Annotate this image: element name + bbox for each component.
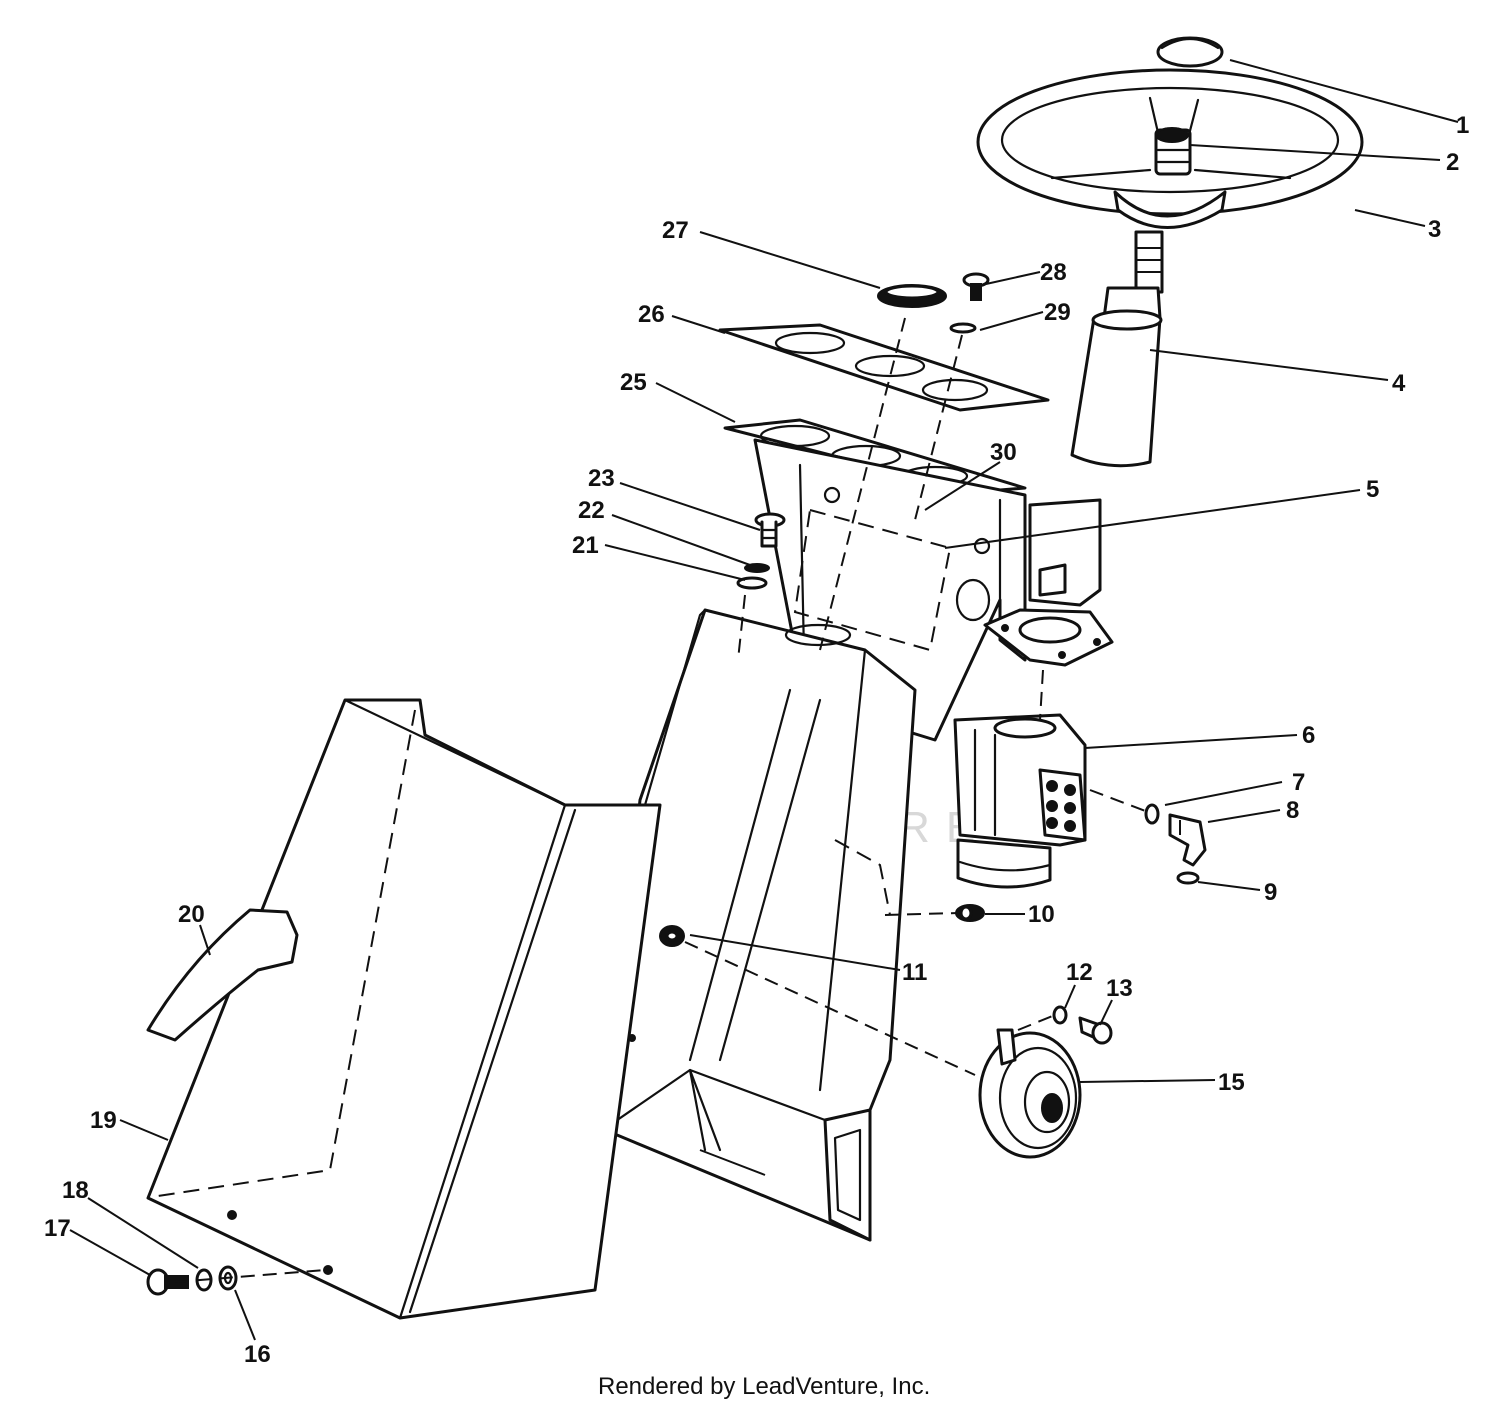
part-6-steering-valve[interactable]	[953, 713, 1087, 889]
footer-credit: Rendered by LeadVenture, Inc.	[598, 1373, 930, 1400]
callout-6: 6	[1302, 722, 1315, 749]
part-13-bolt[interactable]	[1078, 1016, 1113, 1045]
callout-18: 18	[62, 1177, 89, 1204]
part-2-hub-nut[interactable]	[1154, 127, 1192, 176]
callout-20: 20	[178, 901, 205, 928]
callout-1: 1	[1456, 112, 1469, 139]
callout-22: 22	[578, 497, 605, 524]
steering-column-frame[interactable]	[603, 608, 917, 1242]
callout-25: 25	[620, 369, 647, 396]
callout-29: 29	[1044, 299, 1071, 326]
callout-21: 21	[572, 532, 599, 559]
part-15-horn[interactable]	[978, 1028, 1082, 1159]
callout-7: 7	[1292, 769, 1305, 796]
callout-30: 30	[990, 439, 1017, 466]
part-7-o-ring[interactable]	[1144, 803, 1160, 825]
callout-10: 10	[1028, 901, 1055, 928]
callout-labels: 1 2 3 4 5 6 7 8 9 10 11 12 13 15 16 17 1…	[44, 112, 1469, 1368]
callout-8: 8	[1286, 797, 1299, 824]
callout-9: 9	[1264, 879, 1277, 906]
part-23-bolt[interactable]	[754, 512, 786, 548]
part-22-lockwasher[interactable]	[744, 563, 770, 573]
part-26-top-plate[interactable]	[718, 323, 1050, 412]
callout-28: 28	[1040, 259, 1067, 286]
part-11-nut[interactable]	[659, 925, 685, 947]
callout-13: 13	[1106, 975, 1133, 1002]
part-10-bolt[interactable]	[955, 904, 985, 922]
steering-valve-column[interactable]	[983, 498, 1114, 667]
assembly-lines	[174, 317, 1149, 1283]
callout-26: 26	[638, 301, 665, 328]
part-20-decal[interactable]	[146, 908, 299, 1042]
part-29-washer[interactable]	[949, 322, 977, 334]
part-17-knob[interactable]	[146, 1268, 189, 1296]
part-12-washer[interactable]	[1052, 1005, 1068, 1025]
callout-12: 12	[1066, 959, 1093, 986]
callout-3: 3	[1428, 216, 1441, 243]
part-27-grommet[interactable]	[877, 284, 947, 308]
callout-23: 23	[588, 465, 615, 492]
part-4-steering-shaft[interactable]	[1070, 230, 1164, 468]
callout-5: 5	[1366, 476, 1379, 503]
part-28-screw[interactable]	[962, 272, 990, 301]
callout-leaders	[69, 59, 1459, 1341]
callout-15: 15	[1218, 1069, 1245, 1096]
callout-17: 17	[44, 1215, 71, 1242]
part-8-elbow-fitting[interactable]	[1168, 813, 1207, 867]
part-1-cap[interactable]	[1156, 36, 1224, 68]
part-9-o-ring[interactable]	[1176, 871, 1200, 885]
callout-27: 27	[662, 217, 689, 244]
callout-11: 11	[902, 959, 927, 986]
part-21-washer[interactable]	[736, 576, 768, 590]
callout-4: 4	[1392, 370, 1406, 397]
callout-16: 16	[244, 1341, 271, 1368]
part-19-shroud[interactable]	[146, 698, 662, 1320]
callout-2: 2	[1446, 149, 1459, 176]
callout-19: 19	[90, 1107, 117, 1134]
